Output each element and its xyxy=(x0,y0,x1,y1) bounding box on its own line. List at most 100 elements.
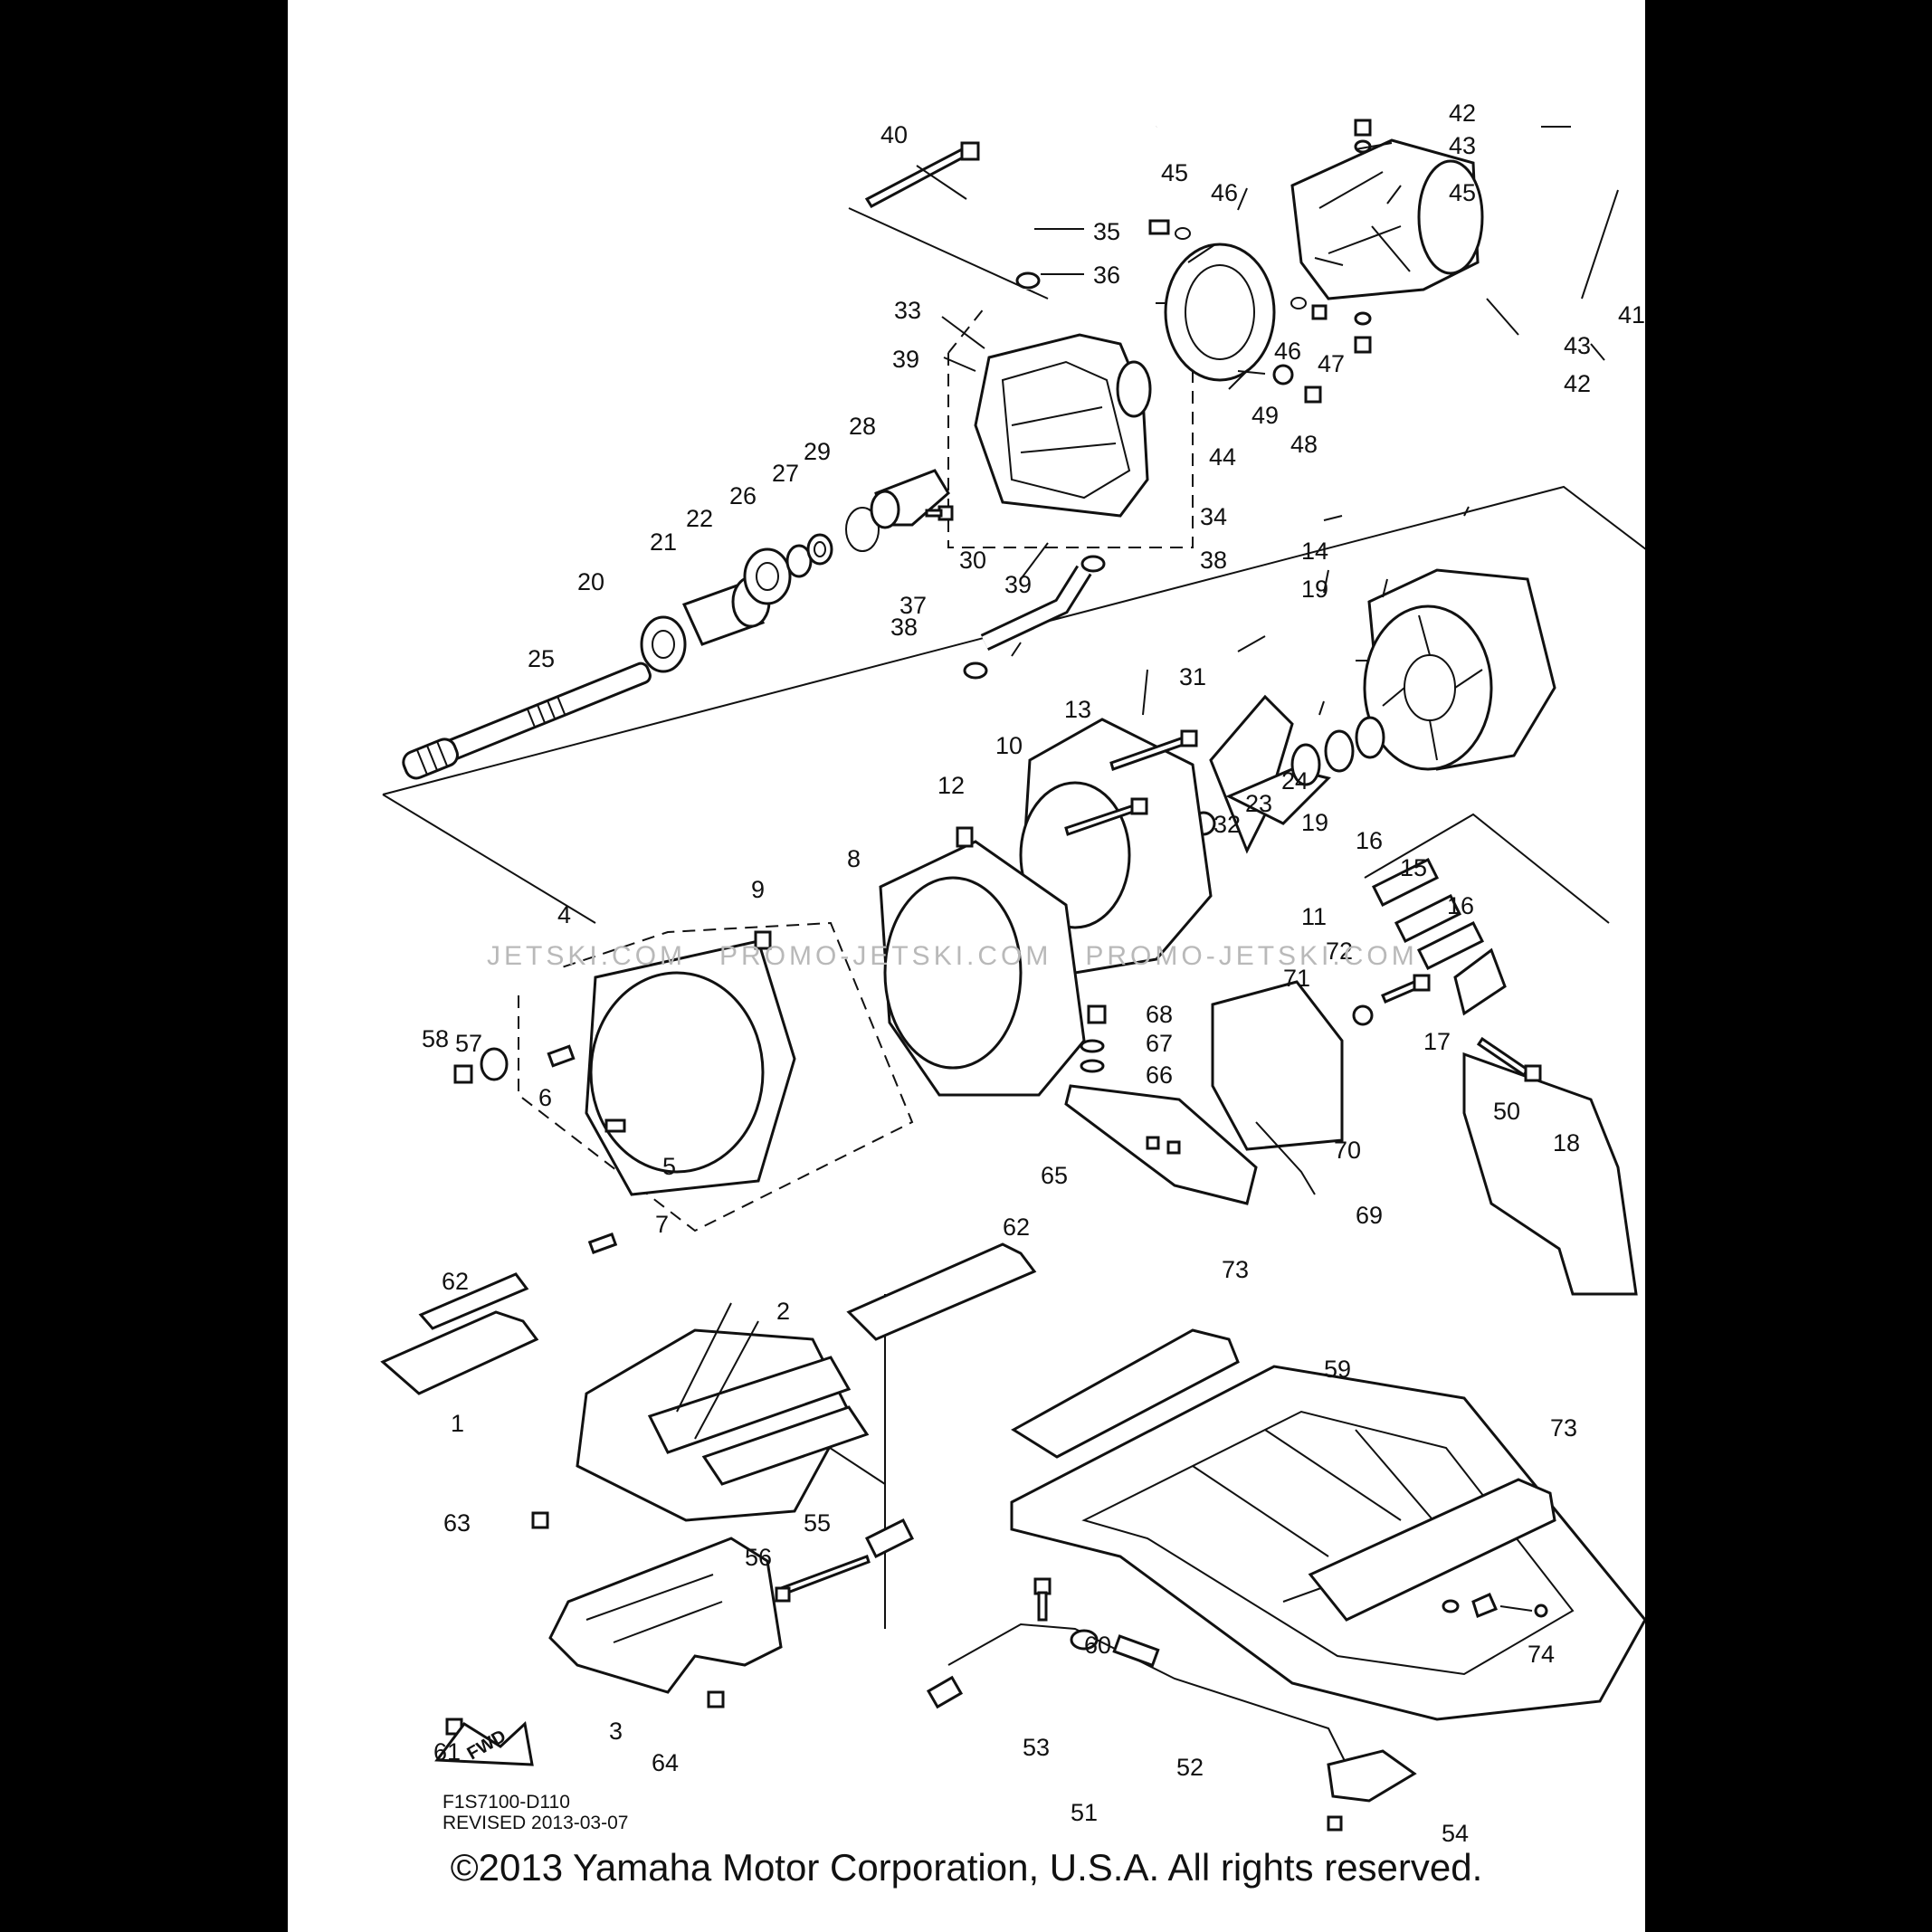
callout-17: 17 xyxy=(1423,1028,1451,1055)
drive-shaft-group xyxy=(402,469,954,780)
hose-37 xyxy=(980,565,1092,652)
exploded-parts-diagram: FWD 40 35 36 xyxy=(380,100,1645,1847)
plate-4 xyxy=(585,939,796,1196)
bracket-3 xyxy=(548,1537,783,1694)
callout-57: 57 xyxy=(455,1030,482,1057)
callout-22: 22 xyxy=(686,505,713,532)
leader-lines xyxy=(916,126,1619,716)
callout-54: 54 xyxy=(1442,1820,1469,1847)
sensor-parts-74 xyxy=(1442,1593,1548,1618)
impeller-housing-14 xyxy=(1363,568,1556,771)
bearing-22 xyxy=(743,547,792,605)
fwd-arrow: FWD xyxy=(434,1721,534,1766)
small-parts-5-9-12-57-58 xyxy=(453,826,974,1255)
callout-21: 21 xyxy=(650,528,677,556)
callout-74: 74 xyxy=(1528,1641,1555,1668)
callout-59: 59 xyxy=(1324,1356,1351,1383)
duct-8 xyxy=(879,840,1086,1097)
callout-16-bottom: 16 xyxy=(1447,892,1474,919)
valve-parts-15-17 xyxy=(1371,857,1507,1016)
plate-71-70 xyxy=(1211,980,1344,1195)
bracket-65 xyxy=(1064,1084,1258,1205)
bolts-61-63-64 xyxy=(445,1511,725,1736)
callout-43-bottom: 43 xyxy=(1564,332,1591,359)
callout-24: 24 xyxy=(1281,767,1309,795)
callout-32: 32 xyxy=(1213,811,1241,838)
callout-1: 1 xyxy=(451,1410,464,1437)
callout-12: 12 xyxy=(937,772,965,799)
callout-68: 68 xyxy=(1146,1001,1173,1028)
callout-46-top: 46 xyxy=(1211,179,1238,206)
bolt-60 xyxy=(1033,1577,1052,1622)
callout-15: 15 xyxy=(1400,854,1427,881)
seal-27 xyxy=(806,533,833,566)
drive-shaft xyxy=(402,661,652,780)
callout-46-mid: 46 xyxy=(1274,338,1301,365)
skid-73-top xyxy=(1011,1328,1240,1459)
callout-2: 2 xyxy=(776,1298,790,1325)
callout-10: 10 xyxy=(995,732,1023,759)
callout-28: 28 xyxy=(849,413,876,440)
callout-72: 72 xyxy=(1326,937,1353,965)
callout-51: 51 xyxy=(1071,1799,1098,1826)
nozzle-housing-33 xyxy=(974,333,1152,518)
ring-44 xyxy=(1164,243,1276,390)
clamp-36 xyxy=(1015,271,1041,290)
sensor-cable-51-53 xyxy=(926,1623,1417,1832)
callout-47: 47 xyxy=(1318,350,1345,377)
callout-3: 3 xyxy=(609,1718,623,1745)
callout-23: 23 xyxy=(1245,790,1272,817)
callout-29: 29 xyxy=(804,438,831,465)
collar-21 xyxy=(681,576,771,646)
callout-49: 49 xyxy=(1252,402,1279,429)
callout-36: 36 xyxy=(1093,262,1120,289)
callout-numbers: 40 35 36 33 39 42 43 45 45 46 46 47 41 4… xyxy=(422,100,1645,1847)
callout-48: 48 xyxy=(1290,431,1318,458)
callout-61: 61 xyxy=(433,1738,461,1765)
callout-38-top: 38 xyxy=(1200,547,1227,574)
skid-73-right xyxy=(1308,1478,1556,1622)
callout-37: 37 xyxy=(899,592,927,619)
callout-6: 6 xyxy=(538,1084,552,1111)
callout-43-top: 43 xyxy=(1449,132,1476,159)
callout-52: 52 xyxy=(1176,1754,1204,1781)
callout-58: 58 xyxy=(422,1025,449,1052)
callout-67: 67 xyxy=(1146,1030,1173,1057)
callout-62-right: 62 xyxy=(1003,1213,1030,1241)
callout-11: 11 xyxy=(1301,903,1327,930)
callout-16-top: 16 xyxy=(1356,827,1383,854)
diagram-sheet: FWD 40 35 36 xyxy=(288,0,1645,1932)
callout-20: 20 xyxy=(577,568,604,595)
callout-7: 7 xyxy=(655,1211,669,1238)
callout-14: 14 xyxy=(1301,538,1328,565)
callout-60: 60 xyxy=(1084,1632,1111,1659)
callout-5: 5 xyxy=(662,1153,676,1180)
callout-9: 9 xyxy=(751,876,765,903)
callout-25: 25 xyxy=(528,645,555,672)
spacer-26 xyxy=(785,544,813,578)
callout-44: 44 xyxy=(1209,443,1236,471)
hardware-66-68-72 xyxy=(1080,974,1542,1082)
callout-33: 33 xyxy=(894,297,921,324)
copyright-notice: ©2013 Yamaha Motor Corporation, U.S.A. A… xyxy=(450,1846,1483,1889)
hose-35 xyxy=(1023,122,1161,290)
callout-19-bottom: 19 xyxy=(1301,809,1328,836)
callout-45-real: 45 xyxy=(1161,159,1188,186)
callout-34: 34 xyxy=(1200,503,1227,530)
cover-69 xyxy=(1462,1052,1638,1296)
callout-39-mid: 39 xyxy=(1004,571,1032,598)
callout-27: 27 xyxy=(772,460,799,487)
tie-55-56 xyxy=(775,1518,915,1603)
clamp-38 xyxy=(963,555,1106,680)
bolt-40 xyxy=(864,141,980,208)
callout-70: 70 xyxy=(1334,1137,1361,1164)
bolts-11-13 xyxy=(1064,729,1198,836)
bolt-30 xyxy=(925,505,954,521)
callout-73-right: 73 xyxy=(1550,1414,1577,1442)
o-ring-29 xyxy=(845,507,880,552)
callout-8: 8 xyxy=(847,845,861,872)
callout-71: 71 xyxy=(1283,965,1310,992)
ride-plate-59 xyxy=(1010,1365,1645,1721)
callout-19-top: 19 xyxy=(1301,576,1328,603)
callout-31: 31 xyxy=(1179,663,1206,690)
